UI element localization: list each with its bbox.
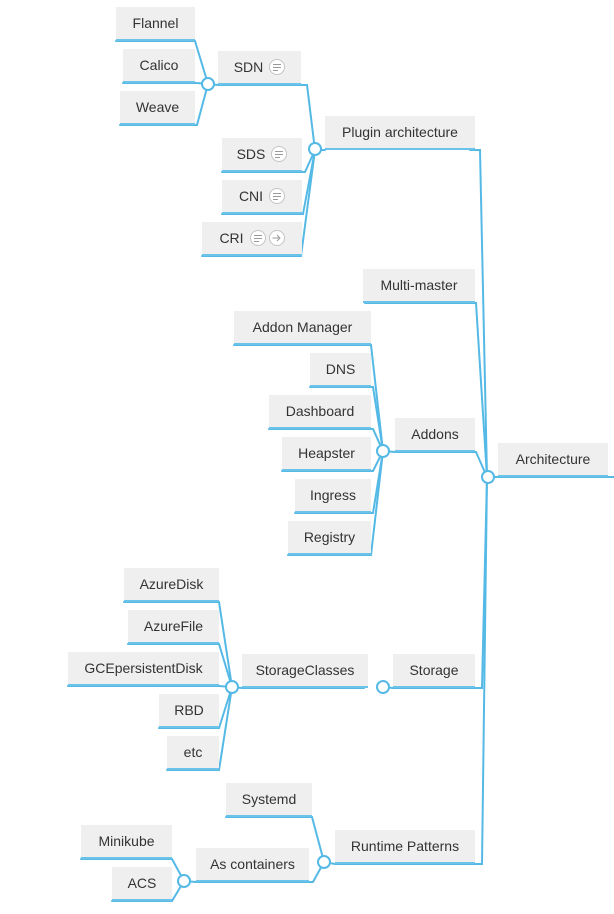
node-dns[interactable]: DNS: [310, 353, 371, 387]
node-label: Storage: [409, 662, 459, 678]
node-multi-master[interactable]: Multi-master: [363, 269, 475, 303]
node-label: Weave: [135, 99, 180, 115]
collapse-toggle-architecture[interactable]: [481, 470, 495, 484]
node-label: Flannel: [132, 15, 179, 31]
node-label: SDS: [236, 146, 266, 162]
node-label: As containers: [210, 856, 295, 872]
node-heapster[interactable]: Heapster: [282, 437, 371, 471]
node-label: Minikube: [98, 833, 155, 849]
node-label: SDN: [233, 59, 264, 75]
node-sdn[interactable]: SDN: [218, 51, 301, 85]
node-rbd[interactable]: RBD: [159, 694, 219, 728]
node-label: CRI: [219, 230, 244, 246]
collapse-toggle-runtime-patterns[interactable]: [317, 855, 331, 869]
node-addon-manager[interactable]: Addon Manager: [234, 311, 371, 345]
node-sds[interactable]: SDS: [222, 138, 302, 172]
node-plugin-architecture[interactable]: Plugin architecture: [325, 116, 475, 150]
node-storage[interactable]: Storage: [393, 654, 475, 688]
collapse-toggle-addons[interactable]: [376, 444, 390, 458]
node-systemd[interactable]: Systemd: [226, 783, 312, 817]
node-calico[interactable]: Calico: [123, 49, 195, 83]
node-label: Multi-master: [380, 277, 458, 293]
node-label: Runtime Patterns: [350, 838, 460, 854]
node-runtime-patterns[interactable]: Runtime Patterns: [335, 830, 475, 864]
node-label: Registry: [303, 529, 356, 545]
notes-icon[interactable]: [269, 59, 286, 75]
notes-icon[interactable]: [249, 230, 266, 246]
node-label: Calico: [139, 57, 179, 73]
node-label: AzureDisk: [139, 576, 204, 592]
node-label: Architecture: [515, 451, 591, 467]
collapse-toggle-sdn[interactable]: [201, 77, 215, 91]
node-addons[interactable]: Addons: [395, 418, 475, 452]
node-label: Addons: [411, 426, 459, 442]
node-label: GCEpersistentDisk: [84, 660, 203, 676]
notes-icon[interactable]: [271, 146, 288, 162]
node-label: Plugin architecture: [342, 124, 458, 140]
node-architecture[interactable]: Architecture: [498, 443, 608, 477]
node-azure-disk[interactable]: AzureDisk: [124, 568, 219, 602]
arrow-right-icon[interactable]: [268, 230, 285, 246]
node-label: DNS: [325, 361, 356, 377]
node-etc[interactable]: etc: [167, 736, 219, 770]
node-label: Systemd: [241, 791, 297, 807]
node-label: RBD: [174, 702, 204, 718]
node-cni[interactable]: CNI: [222, 180, 302, 214]
node-acs[interactable]: ACS: [112, 867, 172, 901]
node-registry[interactable]: Registry: [288, 521, 371, 555]
collapse-toggle-storage[interactable]: [376, 680, 390, 694]
node-label: AzureFile: [143, 618, 204, 634]
node-azure-file[interactable]: AzureFile: [128, 610, 219, 644]
node-gce-persistent-disk[interactable]: GCEpersistentDisk: [68, 652, 219, 686]
node-ingress[interactable]: Ingress: [295, 479, 371, 513]
node-minikube[interactable]: Minikube: [81, 825, 172, 859]
collapse-toggle-as-containers[interactable]: [177, 874, 191, 888]
node-label: Ingress: [310, 487, 356, 503]
node-storage-classes[interactable]: StorageClasses: [242, 654, 368, 688]
node-as-containers[interactable]: As containers: [196, 848, 309, 882]
node-label: Heapster: [298, 445, 355, 461]
node-cri[interactable]: CRI: [202, 222, 302, 256]
node-weave[interactable]: Weave: [120, 91, 195, 125]
node-label: Dashboard: [285, 403, 355, 419]
collapse-toggle-plugin-architecture[interactable]: [308, 142, 322, 156]
notes-icon[interactable]: [269, 188, 286, 204]
collapse-toggle-storage-classes[interactable]: [225, 680, 239, 694]
node-flannel[interactable]: Flannel: [116, 7, 195, 41]
node-label: ACS: [127, 875, 157, 891]
node-label: etc: [183, 744, 203, 760]
node-label: StorageClasses: [255, 662, 355, 678]
node-dashboard[interactable]: Dashboard: [269, 395, 371, 429]
node-label: CNI: [238, 188, 264, 204]
node-label: Addon Manager: [252, 319, 353, 335]
